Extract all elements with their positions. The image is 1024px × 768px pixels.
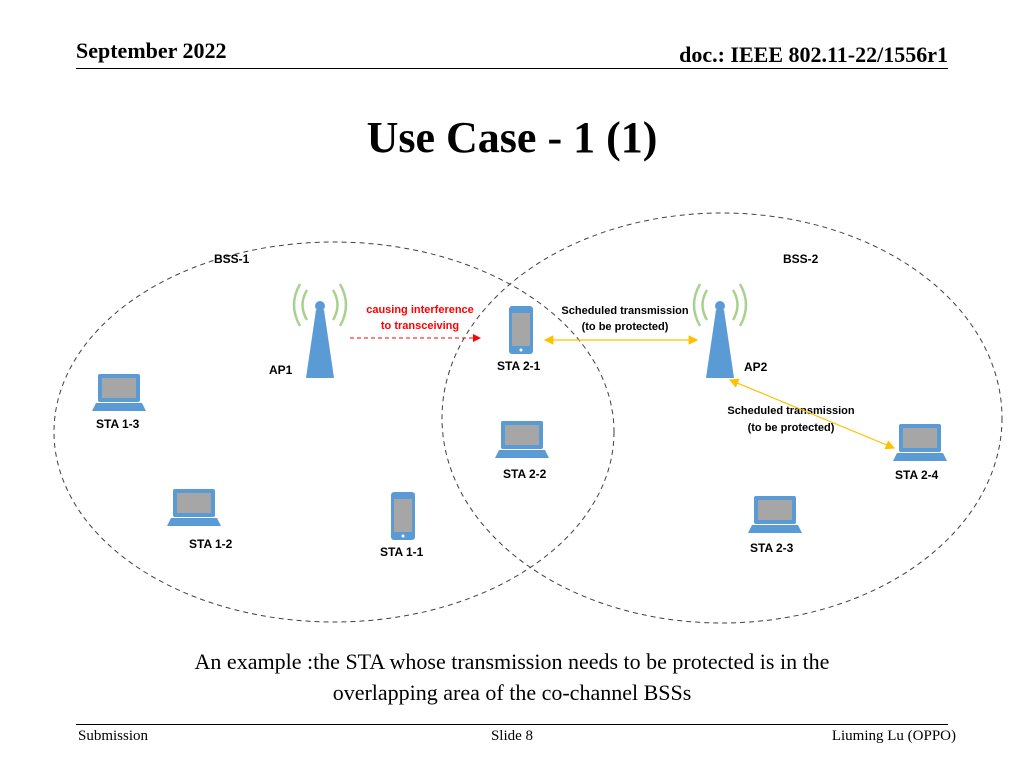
ap1-label: AP1 bbox=[269, 363, 293, 377]
footer-author: Liuming Lu (OPPO) bbox=[831, 728, 956, 744]
bss-1-label: BSS-1 bbox=[214, 252, 250, 266]
ap2-label: AP2 bbox=[744, 360, 768, 374]
sta-2-1-label: STA 2-1 bbox=[497, 359, 541, 373]
bss-1-ellipse bbox=[53, 241, 615, 623]
sta-2-3-label: STA 2-3 bbox=[750, 541, 794, 555]
slide-caption: An example :the STA whose transmission n… bbox=[150, 646, 874, 708]
bss-diagram: BSS-1 BSS-2 AP1 AP2 causing interference… bbox=[53, 212, 1003, 624]
sta-2-2-label: STA 2-2 bbox=[503, 467, 547, 481]
sta-1-3-label: STA 1-3 bbox=[96, 417, 140, 431]
footer-slide-number: Slide 8 bbox=[490, 728, 534, 744]
caption-line-1: An example :the STA whose transmission n… bbox=[194, 649, 830, 674]
interference-label-line1: causing interference bbox=[366, 304, 474, 316]
sta-1-1-label: STA 1-1 bbox=[380, 545, 424, 559]
ap2-tower-icon bbox=[692, 283, 748, 378]
sched2-arrow bbox=[728, 378, 896, 450]
sta-2-1-phone-icon bbox=[509, 306, 533, 354]
header-doc-id: doc.: IEEE 802.11-22/1556r1 bbox=[679, 42, 948, 67]
sta-1-2-label: STA 1-2 bbox=[189, 537, 233, 551]
interference-label-line2: to transceiving bbox=[381, 320, 459, 332]
sched1-label-line2: (to be protected) bbox=[582, 321, 669, 333]
sta-2-3-laptop-icon bbox=[748, 496, 802, 533]
sched1-label-line1: Scheduled transmission bbox=[561, 305, 688, 317]
sta-1-1-phone-icon bbox=[391, 492, 415, 540]
bss-2-ellipse bbox=[441, 212, 1003, 624]
sched2-label-line2: (to be protected) bbox=[748, 422, 835, 434]
slide-title: Use Case - 1 (1) bbox=[366, 113, 658, 162]
footer-submission: Submission bbox=[78, 728, 149, 744]
sta-1-2-laptop-icon bbox=[167, 489, 221, 526]
sched2-label-line1: Scheduled transmission bbox=[727, 405, 854, 417]
footer-rule bbox=[76, 724, 948, 725]
ap1-tower-icon bbox=[292, 283, 348, 378]
sta-2-2-laptop-icon bbox=[495, 421, 549, 458]
sta-2-4-label: STA 2-4 bbox=[895, 468, 939, 482]
bss-2-label: BSS-2 bbox=[783, 252, 819, 266]
caption-line-2: overlapping area of the co-channel BSSs bbox=[332, 680, 692, 705]
sta-2-4-laptop-icon bbox=[893, 424, 947, 461]
sta-1-3-laptop-icon bbox=[92, 374, 146, 411]
header-rule bbox=[76, 68, 948, 69]
header-date: September 2022 bbox=[76, 38, 227, 63]
